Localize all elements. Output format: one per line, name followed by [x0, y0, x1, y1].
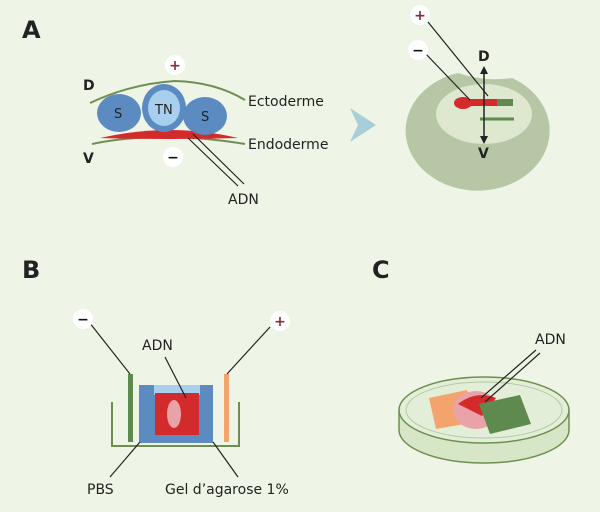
- gel-pointer: [212, 441, 239, 478]
- embryo-ventral-label: V: [478, 146, 489, 162]
- plus-plate: [224, 374, 229, 442]
- plus-wire-b: [226, 326, 271, 375]
- embryo-dorsal-label: D: [478, 49, 490, 65]
- somite-left: [97, 94, 141, 132]
- dna-label-b: ADN: [142, 338, 173, 354]
- embryo-view: D V + −: [405, 5, 550, 191]
- dorsal-label: D: [83, 78, 95, 94]
- dna-label-a: ADN: [228, 192, 259, 208]
- plus-sign-b: +: [274, 314, 286, 330]
- plus-sign: +: [169, 58, 181, 74]
- minus-plate: [128, 374, 133, 442]
- gel-notch: [154, 385, 200, 395]
- plus-electrode: [165, 55, 185, 75]
- embryo-dna-tube: [463, 99, 497, 106]
- somite-right-label: S: [201, 110, 209, 125]
- panel-b-letter: B: [22, 256, 40, 284]
- dna-pointer-b: [164, 356, 187, 399]
- minus-electrode: [163, 147, 183, 167]
- minus-sign: −: [167, 150, 179, 166]
- ectoderm-line: [89, 79, 246, 104]
- somite-right: [183, 97, 227, 135]
- dna-pointer-2: [192, 133, 245, 185]
- dna-label-c: ADN: [535, 332, 566, 348]
- embryo-tail: [497, 99, 513, 106]
- embryo-plus-electrode: [410, 5, 430, 25]
- pbs-label: PBS: [87, 482, 114, 498]
- panel-c-letter: C: [372, 256, 390, 284]
- plus-wire: [427, 21, 489, 97]
- embryo-minus-sign: −: [412, 43, 424, 59]
- pbs-pointer: [109, 441, 141, 478]
- dv-axis-arrow-down: [480, 136, 488, 144]
- dna-pointer-1: [187, 137, 239, 187]
- cross-section: D V S TN S + − Ectoderme Endoderme: [83, 55, 328, 208]
- gel-label: Gel d’agarose 1%: [165, 482, 289, 498]
- electroporation-chamber: [111, 402, 240, 447]
- plus-electrode-b: [270, 311, 290, 331]
- neural-tube-label: TN: [154, 103, 173, 118]
- ventral-label: V: [83, 151, 94, 167]
- embryo-plus-sign: +: [414, 8, 426, 24]
- panel-a: A D V S TN S + − Ectoderme: [22, 5, 550, 208]
- transition-arrow: [350, 108, 376, 142]
- dv-axis-arrow-up: [480, 66, 488, 74]
- minus-sign-b: −: [77, 312, 89, 328]
- somite-left-label: S: [114, 107, 122, 122]
- endoderm-label: Endoderme: [248, 137, 328, 153]
- panel-c: C ADN: [372, 256, 570, 464]
- minus-wire: [423, 51, 471, 101]
- minus-electrode-b: [73, 309, 93, 329]
- minus-wire-b: [88, 321, 131, 375]
- petri-dish-rim: [405, 381, 563, 439]
- dna-pointer-c-1: [484, 352, 541, 403]
- neural-tube-lumen: [148, 90, 180, 126]
- embryo-minus-electrode: [408, 40, 428, 60]
- tissue-explant: [167, 400, 181, 428]
- ectoderm-label: Ectoderme: [248, 94, 324, 110]
- panel-b: B − + ADN PBS Gel d’agarose 1%: [22, 256, 290, 498]
- dna-pointer-c-2: [480, 349, 537, 399]
- green-membrane: [479, 395, 531, 434]
- panel-a-letter: A: [22, 16, 41, 44]
